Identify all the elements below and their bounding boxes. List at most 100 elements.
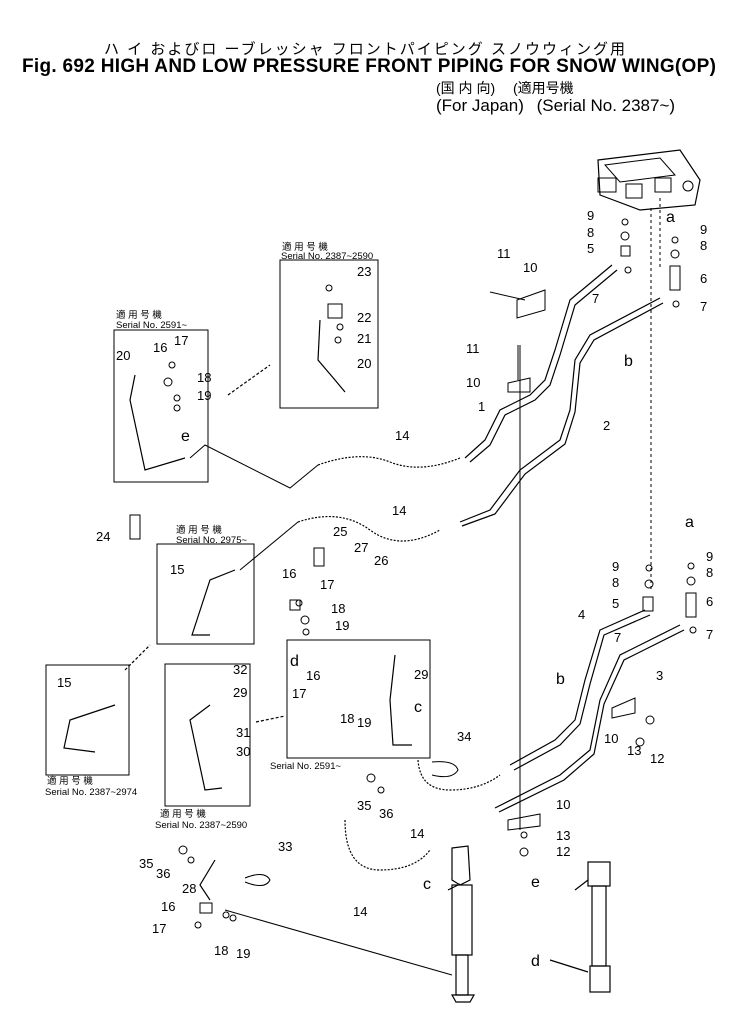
callout-19a: 19 [197, 388, 211, 403]
callout-6: 6 [700, 271, 707, 286]
callout-18d: 18 [214, 943, 228, 958]
inset-box-c [156, 543, 255, 645]
leader-hose-b [189, 444, 319, 489]
inset-e-pipe [189, 704, 223, 791]
callout-11: 11 [497, 246, 511, 261]
inset-a-jp: 適 用 号 機 [282, 241, 328, 253]
callout-17c: 17 [292, 686, 306, 701]
callout-13: 13 [627, 743, 641, 758]
inset-box-b [113, 329, 209, 483]
leader-hose-c [239, 521, 299, 571]
pipe-1-edge [469, 269, 618, 463]
callout-31: 31 [236, 725, 250, 740]
callout-8: 8 [587, 225, 594, 240]
arrow-to-inset-d [124, 644, 151, 671]
callout-29a: 29 [414, 667, 428, 682]
arrow-to-inset-b [227, 364, 271, 396]
inset-c-jp: 適 用 号 機 [176, 524, 222, 536]
control-valve-block [597, 149, 701, 590]
callout-14b: 14 [392, 503, 406, 518]
callout-17d: 17 [152, 921, 166, 936]
callout-9c: 9 [706, 549, 713, 564]
callout-9d: 9 [612, 559, 619, 574]
callout-10b: 10 [466, 375, 480, 390]
label-e-inset: e [181, 428, 190, 445]
inset-d-jp: 適 用 号 機 [47, 775, 93, 787]
callout-3: 3 [656, 668, 663, 683]
callout-8c: 8 [706, 565, 713, 580]
callout-18c: 18 [340, 711, 354, 726]
inset-f-serial: Serial No. 2591~ [270, 761, 341, 772]
hose-14-lower [344, 819, 431, 871]
callout-26: 26 [374, 553, 388, 568]
inset-b-jp: 適 用 号 機 [116, 309, 162, 321]
hose-14-upper [317, 456, 461, 468]
inset-box-d [45, 664, 130, 776]
inset-b-pipe [129, 374, 186, 471]
inset-e-serial: Serial No. 2387~2590 [155, 820, 247, 831]
label-a-top: a [666, 209, 675, 226]
callout-12b: 12 [556, 844, 570, 859]
hose-14-mid [297, 516, 441, 542]
pipe-3 [494, 624, 681, 809]
label-d-bottom: d [531, 953, 540, 970]
callout-21: 21 [357, 331, 371, 346]
pipe-2-edge [461, 302, 664, 527]
callout-17b: 17 [320, 577, 334, 592]
callout-14c: 14 [410, 826, 424, 841]
arrow-e [574, 879, 589, 891]
callout-18b: 18 [331, 601, 345, 616]
callout-20a: 20 [357, 356, 371, 371]
callout-4: 4 [578, 607, 585, 622]
callout-7d: 7 [614, 630, 621, 645]
callout-1: 1 [478, 399, 485, 414]
callout-15b: 15 [57, 675, 71, 690]
inset-a-serial: Serial No. 2387~2590 [281, 251, 373, 262]
serial-label: (Serial No. 2387~) [536, 96, 676, 115]
inset-e-jp: 適 用 号 機 [160, 808, 206, 820]
callout-19d: 19 [236, 946, 250, 961]
callout-5b: 5 [612, 596, 619, 611]
callout-25: 25 [333, 524, 347, 539]
callout-8b: 8 [700, 238, 707, 253]
callout-10d: 10 [556, 797, 570, 812]
callout-15a: 15 [170, 562, 184, 577]
callout-7c: 7 [706, 627, 713, 642]
region-jp-label: (国 内 向) (適用号機 [436, 78, 574, 98]
callout-12: 12 [650, 751, 664, 766]
arrow-d [549, 959, 589, 973]
inset-a-pipe [317, 319, 346, 393]
label-b-top: b [624, 353, 633, 370]
callout-6b: 6 [706, 594, 713, 609]
callout-11b: 11 [466, 341, 480, 356]
callout-14d: 14 [353, 904, 367, 919]
pipe-28 [199, 859, 216, 901]
inset-box-f [286, 639, 431, 759]
japanese-title: ハ イ およびロ ーブレッシャ フロントパイピング スノウウィング用 [104, 41, 627, 58]
pipe-1 [464, 264, 613, 459]
inset-d-serial: Serial No. 2387~2974 [45, 787, 137, 798]
callout-16c: 16 [306, 668, 320, 683]
callout-28: 28 [182, 881, 196, 896]
region-serial-label: (For Japan) (Serial No. 2387~) [436, 96, 675, 116]
callout-14a: 14 [395, 428, 409, 443]
callout-16a: 16 [153, 340, 167, 355]
callout-8d: 8 [612, 575, 619, 590]
callout-35a: 35 [357, 798, 371, 813]
inset-b-serial: Serial No. 2591~ [116, 320, 187, 331]
callout-36b: 36 [156, 866, 170, 881]
cylinder-right [587, 861, 611, 993]
pipe-3-edge [498, 629, 685, 813]
pipe-4 [509, 609, 646, 766]
callout-24: 24 [96, 529, 110, 544]
callout-19b: 19 [335, 618, 349, 633]
callout-18a: 18 [197, 370, 211, 385]
pipe-4-edge [513, 614, 651, 771]
callout-5: 5 [587, 241, 594, 256]
callout-30: 30 [236, 744, 250, 759]
label-b-bottom: b [556, 671, 565, 688]
callout-22: 22 [357, 310, 371, 325]
callout-27: 27 [354, 540, 368, 555]
callout-9: 9 [587, 208, 594, 223]
